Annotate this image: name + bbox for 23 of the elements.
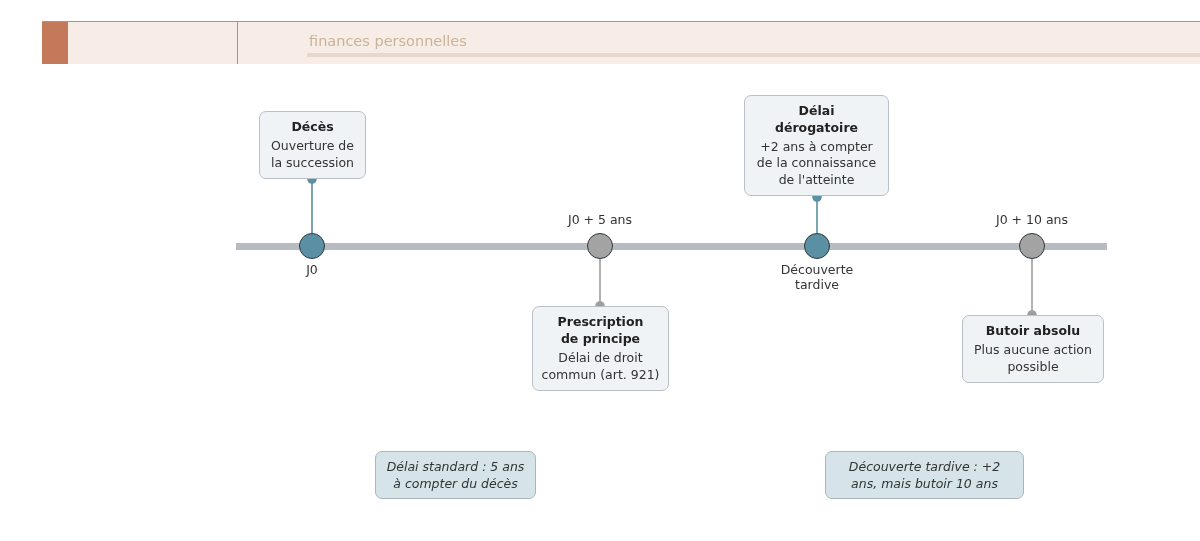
summary-note: Délai standard : 5 ans à compter du décès bbox=[375, 451, 536, 499]
marker-label: J0 + 10 ans bbox=[996, 212, 1068, 227]
header-subtitle: finances personnelles bbox=[309, 33, 467, 50]
timeline-marker bbox=[299, 233, 325, 259]
event-title: Prescription de principe bbox=[556, 313, 645, 347]
event-card bbox=[744, 94, 889, 196]
marker-label: J0 bbox=[306, 262, 318, 277]
event-title: Délai dérogatoire bbox=[773, 101, 860, 136]
event-description: Ouverture de la succession bbox=[269, 138, 355, 171]
marker-label: Découverte tardive bbox=[779, 262, 855, 292]
event-card bbox=[259, 111, 366, 179]
event-card bbox=[532, 306, 669, 391]
event-title: Butoir absolu bbox=[984, 322, 1082, 339]
marker-label: J0 + 5 ans bbox=[567, 212, 633, 227]
event-description: +2 ans à compter de la connaissance de l'atteinte bbox=[755, 138, 878, 188]
event-card bbox=[962, 315, 1104, 383]
timeline-marker bbox=[587, 233, 613, 259]
timeline-marker bbox=[804, 233, 830, 259]
summary-note: Découverte tardive : +2 ans, mais butoir 10 ans bbox=[825, 451, 1024, 499]
event-description: Délai de droit commun (art. 921) bbox=[541, 350, 660, 383]
event-description: Plus aucune action possible bbox=[973, 342, 1093, 375]
timeline-marker bbox=[1019, 233, 1045, 259]
event-title: Décès bbox=[290, 118, 335, 135]
